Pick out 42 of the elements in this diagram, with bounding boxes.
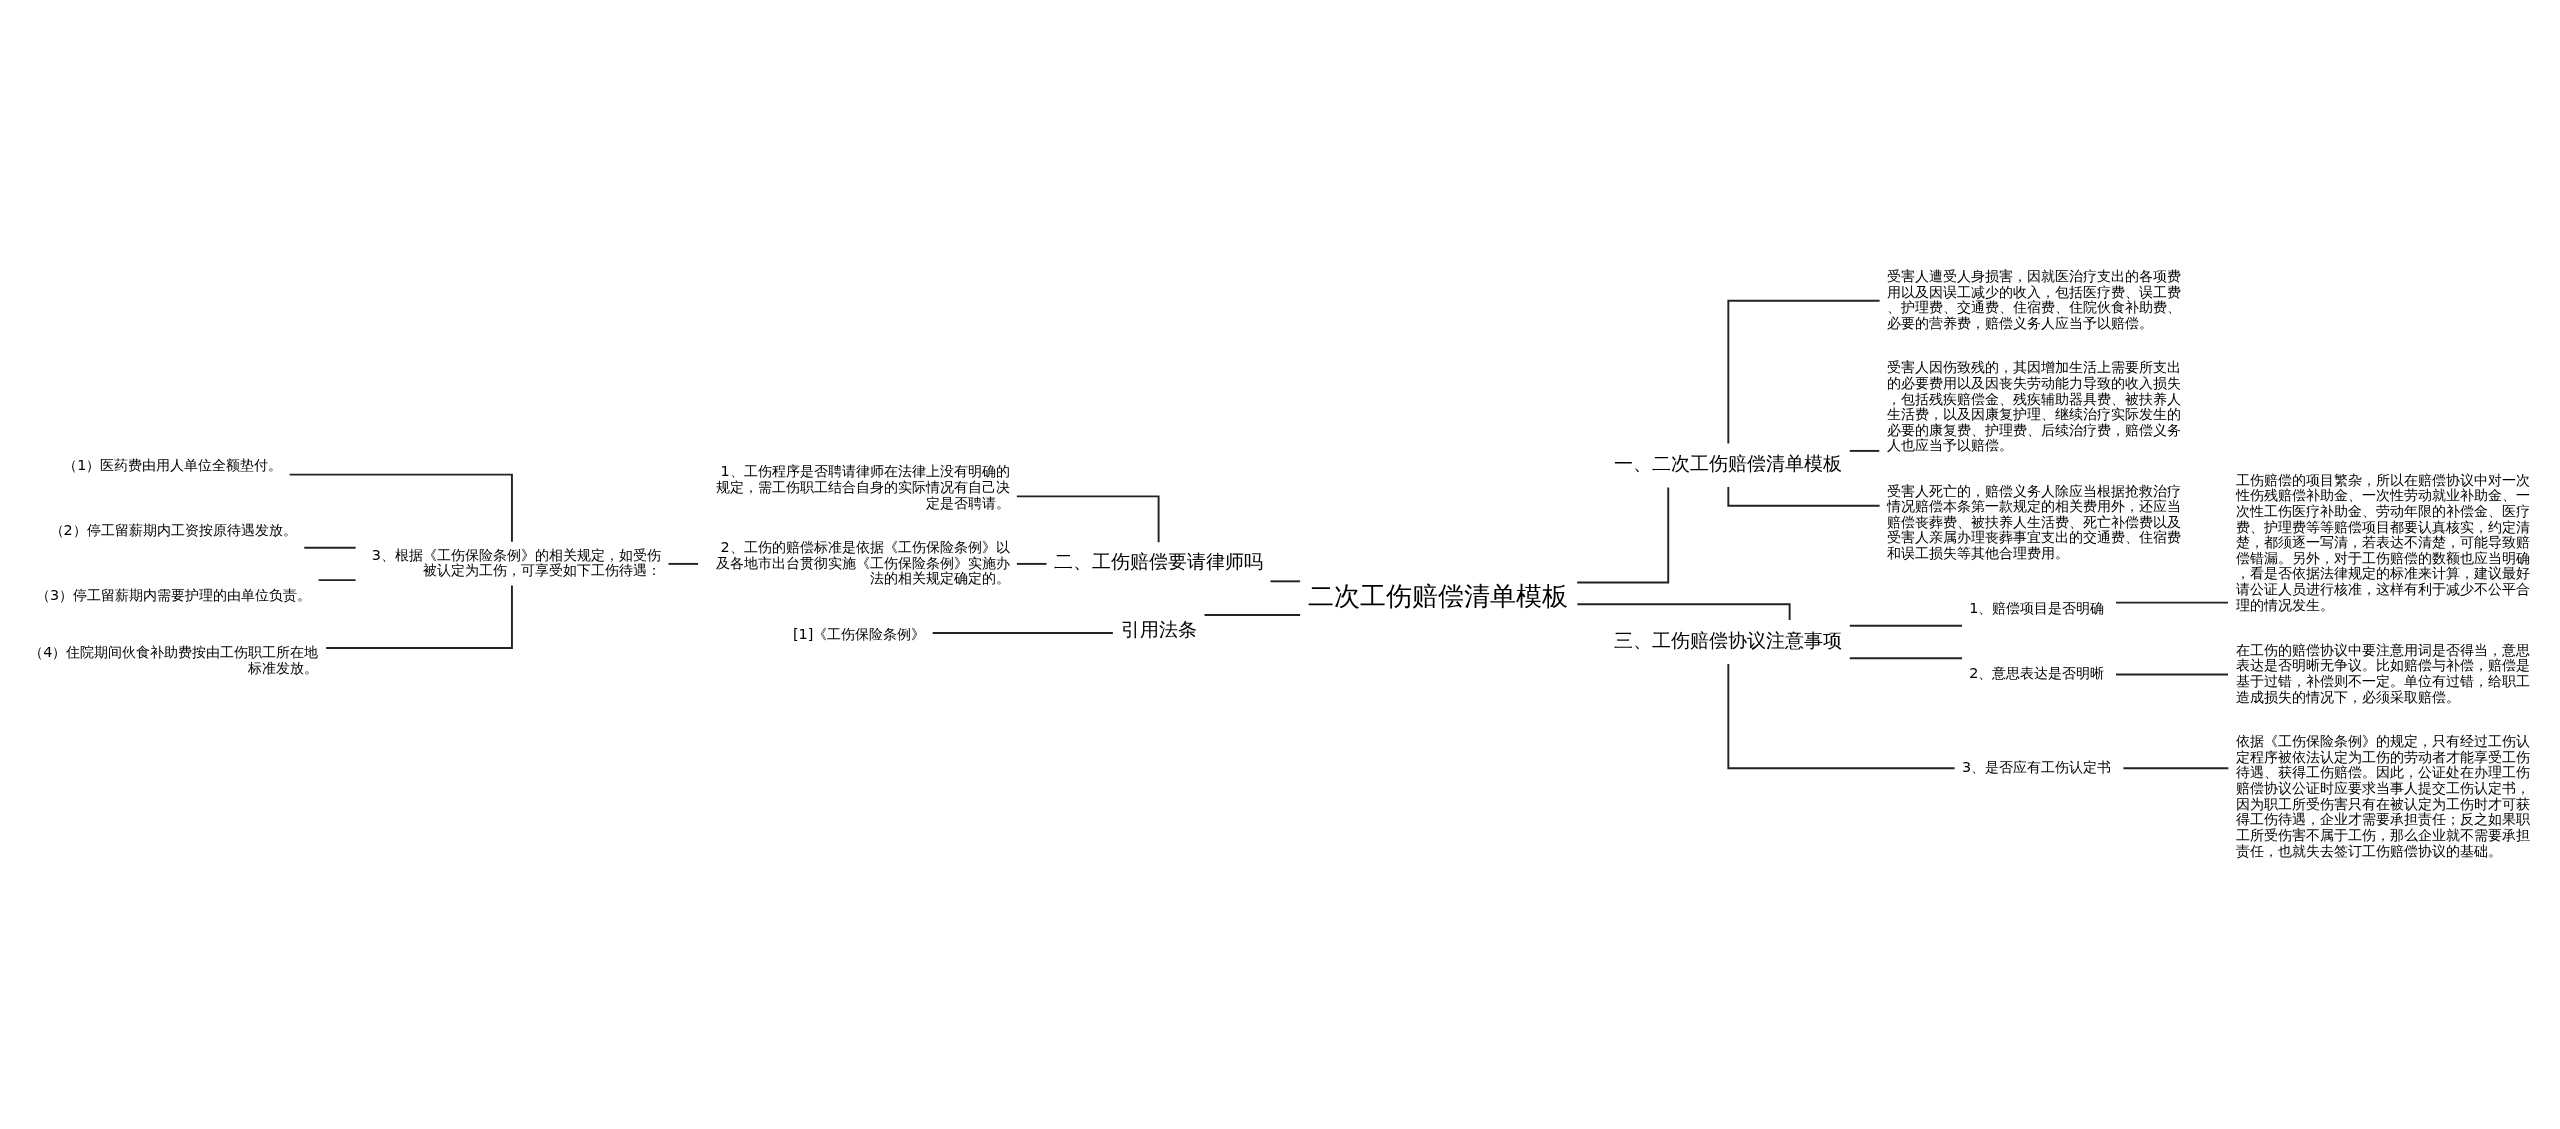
connector [1727, 663, 1956, 770]
connector [1727, 486, 1881, 507]
connector [1848, 657, 1963, 660]
connector [288, 473, 513, 543]
node-text: 1、工伤程序是否聘请律师在法律上没有明确的规定，需工伤职工结合自身的实际情况有自己决定是否聘请。 [715, 463, 1010, 511]
connector [1015, 495, 1160, 544]
node-text: （1）医药费由用人单位全额垫付。 [63, 457, 283, 474]
connector [667, 562, 700, 565]
connector [2115, 601, 2229, 604]
connector [1269, 580, 1302, 583]
connector [1576, 486, 1670, 584]
connector [317, 579, 357, 582]
node-text: 受害人死亡的，赔偿义务人除应当根据抢救治疗情况赔偿本条第一款规定的相关费用外，还应当赔偿丧葬费、被扶养人生活费、死亡补偿费以及受害人亲属办理丧葬事宜支出的交通费、住宿费和误工损失等其他合理费用。 [1887, 482, 2181, 562]
node-text: 一、二次工伤赔偿清单模板 [1614, 451, 1843, 475]
node-text: 受害人遭受人身损害，因就医治疗支出的各项费用以及因误工减少的收入，包括医疗费、误工费、护理费、交通费、住宿费、住院伙食补助费、必要的营养费，赔偿义务人应当予以赔偿。 [1887, 267, 2181, 331]
node-text: 引用法条 [1121, 617, 1198, 641]
connector [2122, 767, 2230, 770]
node-text: （2）停工留薪期内工资按原待遇发放。 [49, 522, 297, 539]
connector [1848, 449, 1881, 452]
node-text: 1、赔偿项目是否明确 [1969, 600, 2105, 617]
node-text: 工伤赔偿的项目繁杂，所以在赔偿协议中对一次性伤残赔偿补助金、一次性劳动就业补助金、一次性工伤医疗补助金、劳动年限的补偿金、医疗费、护理费等等赔偿项目都要认真核实，约定清楚，都须逐一写清，若表达不清楚，可能导致赔偿错漏。另外，对于工伤赔偿的数额也应当明确，看是否依据法律规定的标准来计算，建议最好请公证人员进行核准，这样有利于减少不公平合理的情况发生。 [2235, 471, 2530, 613]
node-text: 3、根据《工伤保险条例》的相关规定，如受伤被认定为工伤，可享受如下工伤待遇： [371, 546, 661, 579]
connector [1203, 614, 1302, 616]
node-text: （3）停工留薪期内需要护理的由单位负责。 [36, 587, 312, 604]
connector [931, 632, 1114, 634]
node-text: 受害人因伤致残的，其因增加生活上需要所支出的必要费用以及因丧失劳动能力导致的收入损失，包括残疾赔偿金、残疾辅助器具费、被扶养人生活费，以及因康复护理、继续治疗实际发生的必要的康复费、护理费、后续治疗费，赔偿义务人也应当予以赔偿。 [1887, 359, 2181, 454]
node-text: 2、意思表达是否明晰 [1969, 665, 2105, 682]
node-text: （4）住院期间伙食补助费按由工伤职工所在地标准发放。 [29, 644, 319, 676]
connector [303, 546, 357, 549]
connector [1727, 299, 1881, 445]
node-text: 依据《工伤保险条例》的规定，只有经过工伤认定程序被依法认定为工伤的劳动者才能享受工伤待遇、获得工伤赔偿。因此，公证处在办理工伤赔偿协议公证时应要求当事人提交工伤认定书，因为职工所受伤害只有在被认定为工伤时才可获得工伤待遇，企业才需要承担责任；反之如果职工所受伤害不属于工伤，那么企业就不需要承担责任，也就失去签订工伤赔偿协议的基础。 [2235, 733, 2530, 859]
node-text: 二、工伤赔偿要请律师吗 [1054, 550, 1264, 574]
node-text: 在工伤的赔偿协议中要注意用词是否得当，意思表达是否明晰无争议。比如赔偿与补偿，赔偿是基于过错，补偿则不一定。单位有过错，给职工造成损失的情况下，必须采取赔偿。 [2235, 641, 2530, 705]
node-text: [1]《工伤保险条例》 [792, 625, 926, 642]
node-text: 二次工伤赔偿清单模板 [1307, 580, 1568, 612]
node-text: 三、工伤赔偿协议注意事项 [1614, 628, 1843, 652]
connector [1848, 624, 1963, 627]
connector [2115, 673, 2229, 676]
node-text: 2、工伤的赔偿标准是依据《工伤保险条例》以及各地市出台贯彻实施《工伤保险条例》实施办法的相关规定确定的。 [715, 539, 1010, 587]
connector [1015, 562, 1048, 565]
connector [325, 584, 513, 649]
node-text: 3、是否应有工伤认定书 [1962, 758, 2112, 775]
